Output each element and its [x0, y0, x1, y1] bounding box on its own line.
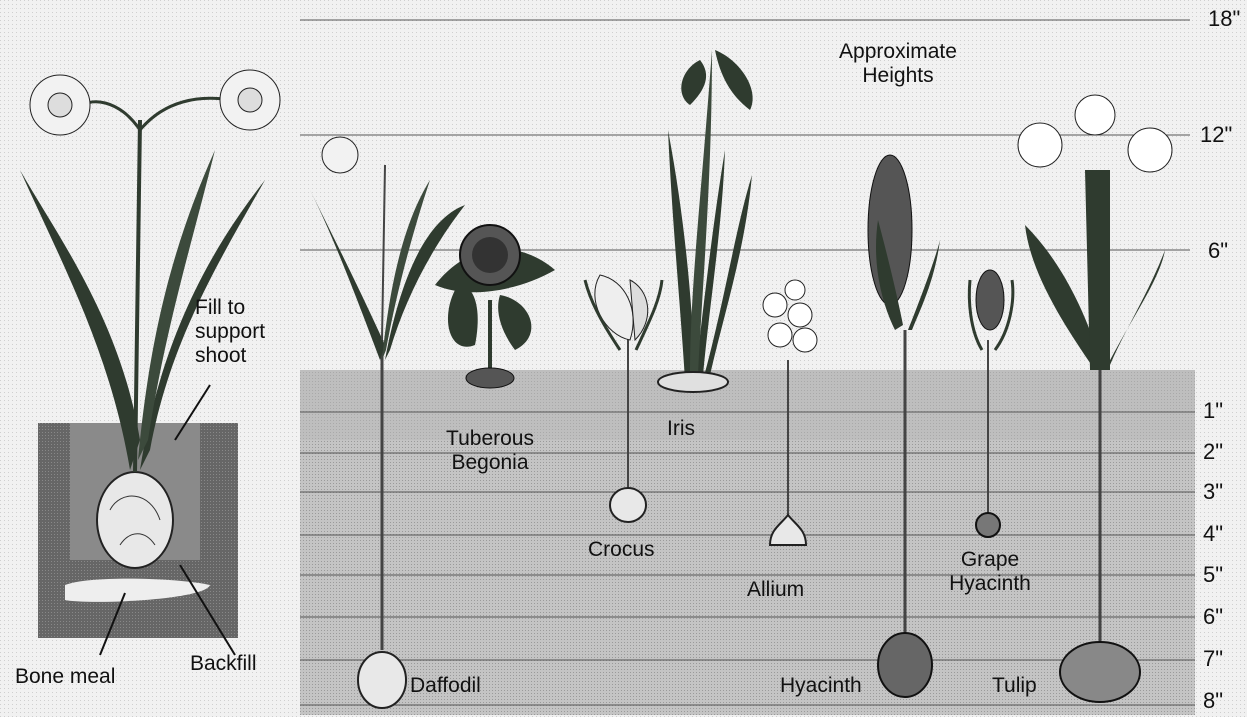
- hyacinth-bulb: [878, 633, 932, 697]
- diagram-title: Approximate Heights: [818, 40, 978, 88]
- label-bone-meal: Bone meal: [15, 665, 115, 689]
- daffodil-bulb: [97, 472, 173, 568]
- label-fill-to-support-shoot: Fill to support shoot: [195, 296, 265, 368]
- height-tick-6: 6": [1208, 238, 1228, 264]
- height-tick-18: 18": [1208, 6, 1240, 32]
- crocus-bulb: [610, 488, 646, 522]
- label-iris: Iris: [667, 417, 695, 441]
- label-hyacinth: Hyacinth: [780, 674, 862, 698]
- title-line1: Approximate: [818, 40, 978, 64]
- daffodil-flower: [220, 70, 280, 130]
- daffodil-flower: [30, 75, 90, 135]
- label-grape-hyacinth: Grape Hyacinth: [930, 548, 1050, 596]
- label-line: shoot: [195, 344, 265, 368]
- label-line: Begonia: [425, 451, 555, 475]
- grape-hyacinth-bulb: [976, 513, 1000, 537]
- label-allium: Allium: [747, 578, 804, 602]
- label-daffodil: Daffodil: [410, 674, 481, 698]
- depth-tick-1: 1": [1203, 398, 1223, 424]
- label-line: Grape: [930, 548, 1050, 572]
- daffodil-bulb: [358, 652, 406, 708]
- label-line: Fill to: [195, 296, 265, 320]
- label-line: support: [195, 320, 265, 344]
- depth-tick-7: 7": [1203, 646, 1223, 672]
- tulip-bulb: [1060, 642, 1140, 702]
- depth-tick-8: 8": [1203, 688, 1223, 714]
- label-backfill: Backfill: [190, 652, 257, 676]
- label-line: Tuberous: [425, 427, 555, 451]
- depth-tick-4: 4": [1203, 521, 1223, 547]
- iris-rhizome: [658, 372, 728, 392]
- depth-tick-5: 5": [1203, 562, 1223, 588]
- label-tuberous-begonia: Tuberous Begonia: [425, 427, 555, 475]
- height-tick-12: 12": [1200, 122, 1232, 148]
- depth-tick-2: 2": [1203, 439, 1223, 465]
- label-crocus: Crocus: [588, 538, 655, 562]
- label-line: Hyacinth: [930, 572, 1050, 596]
- label-tulip: Tulip: [992, 674, 1037, 698]
- title-line2: Heights: [818, 64, 978, 88]
- depth-tick-6: 6": [1203, 604, 1223, 630]
- depth-tick-3: 3": [1203, 479, 1223, 505]
